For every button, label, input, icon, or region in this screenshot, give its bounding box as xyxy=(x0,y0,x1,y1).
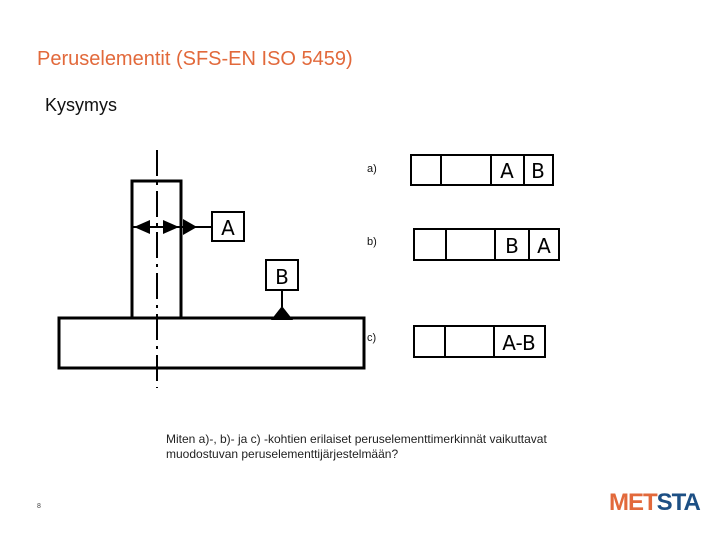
option-a-cell-4: B xyxy=(531,159,545,183)
option-a-cell-3: A xyxy=(500,159,514,183)
datum-b-triangle-icon xyxy=(271,306,293,320)
datum-a-frame xyxy=(211,211,245,242)
arrow-left-icon xyxy=(134,220,150,234)
option-c-label: c) xyxy=(367,332,377,344)
slide-subtitle: Kysymys xyxy=(45,95,117,115)
datum-a-triangle-icon xyxy=(183,219,197,235)
option-b-frame xyxy=(413,228,560,261)
option-b-cell-4: A xyxy=(537,234,551,258)
logo-part-1: MET xyxy=(609,489,658,516)
metsta-logo: METSTA xyxy=(609,489,701,517)
logo-part-2: STA xyxy=(656,489,701,516)
datum-a-letter: A xyxy=(221,216,235,240)
arrow-right-icon xyxy=(163,220,179,234)
option-b-label: b) xyxy=(367,236,377,248)
slide-title: Peruselementit (SFS-EN ISO 5459) xyxy=(37,48,353,70)
part-outline xyxy=(57,179,366,370)
option-c-frame xyxy=(413,325,546,358)
option-b-cell-3: B xyxy=(505,234,519,258)
option-a-label: a) xyxy=(367,163,377,175)
page-number: 8 xyxy=(37,503,41,510)
option-a-frame xyxy=(410,154,554,186)
datum-b-letter: B xyxy=(275,265,289,289)
option-c-cell-3: A-B xyxy=(502,331,535,355)
question-text: Miten a)-, b)- ja c) -kohtien erilaiset … xyxy=(166,432,547,461)
